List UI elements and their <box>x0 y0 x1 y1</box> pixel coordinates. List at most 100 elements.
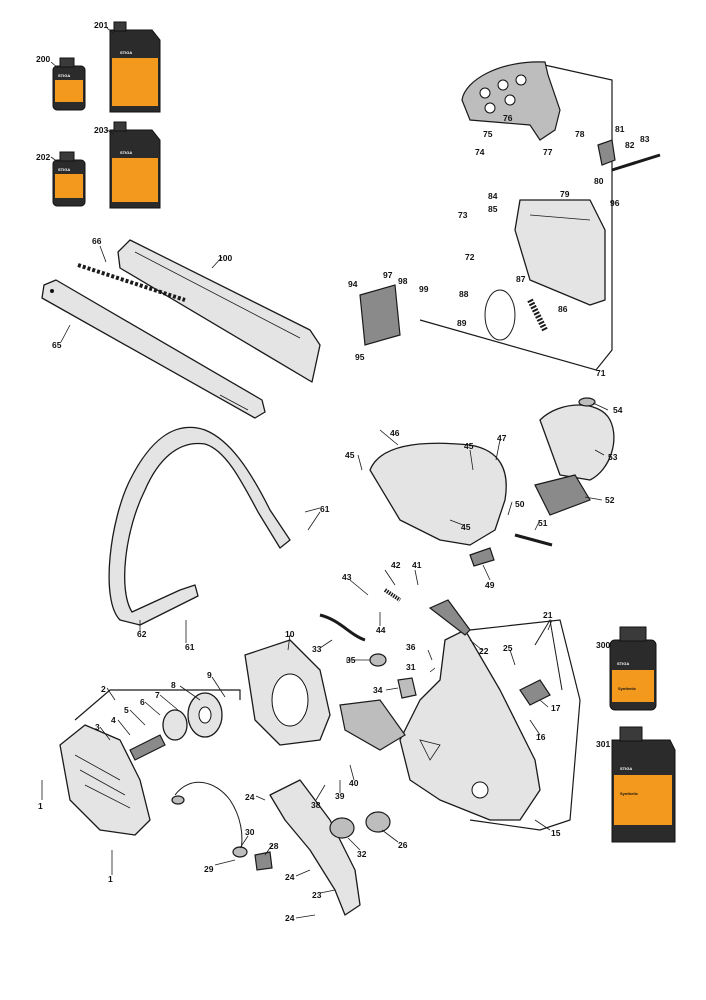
callout-45-a: 45 <box>345 450 355 460</box>
callout-41: 41 <box>412 560 422 570</box>
callout-97: 97 <box>383 270 393 280</box>
callout-15: 15 <box>551 828 561 838</box>
callout-201: 201 <box>94 20 108 30</box>
oil-bottle-200: STIGA <box>52 57 86 111</box>
tank-housing-body <box>514 199 606 306</box>
spring-86 <box>527 298 548 332</box>
flywheel-7 <box>187 692 223 738</box>
cylinder-cover-46 <box>369 442 507 546</box>
callout-81: 81 <box>615 124 625 134</box>
callout-52: 52 <box>605 495 615 505</box>
clip-28 <box>254 851 273 871</box>
callout-9: 9 <box>207 670 212 680</box>
bottle-product-text: Synthetic <box>618 686 637 691</box>
callout-16: 16 <box>536 732 546 742</box>
callout-203: 203 <box>94 125 108 135</box>
callout-51: 51 <box>538 518 548 528</box>
callout-35: 35 <box>346 655 356 665</box>
callout-32: 32 <box>357 849 367 859</box>
callout-200: 200 <box>36 54 50 64</box>
fan-housing-10 <box>244 639 331 746</box>
callout-77: 77 <box>543 147 553 157</box>
bottle-brand-label: STIGA <box>120 150 132 155</box>
callout-73: 73 <box>458 210 468 220</box>
oil-bottle-201: STIGA <box>109 21 161 113</box>
callout-42: 42 <box>391 560 401 570</box>
callout-46: 46 <box>390 428 400 438</box>
starter-handle-4 <box>129 734 166 761</box>
callout-5: 5 <box>124 705 129 715</box>
callout-66: 66 <box>92 236 102 246</box>
callout-78: 78 <box>575 129 585 139</box>
callout-53: 53 <box>608 452 618 462</box>
callout-87: 87 <box>516 274 526 284</box>
hose-33 <box>319 613 366 642</box>
callout-24-c: 24 <box>285 913 295 923</box>
saw-chain-66 <box>77 263 186 302</box>
callout-202: 202 <box>36 152 50 162</box>
callout-83: 83 <box>640 134 650 144</box>
strap-89 <box>484 289 516 341</box>
callout-33: 33 <box>312 644 322 654</box>
oil-pump-34 <box>397 677 417 699</box>
callout-7: 7 <box>155 690 160 700</box>
air-filter-cover-53 <box>539 404 615 481</box>
tank-cap-26 <box>365 811 391 833</box>
callout-29: 29 <box>204 864 214 874</box>
spring-42 <box>383 588 402 602</box>
callout-85: 85 <box>488 204 498 214</box>
callout-43: 43 <box>342 572 352 582</box>
callout-4: 4 <box>111 715 116 725</box>
callout-40: 40 <box>349 778 359 788</box>
callout-98: 98 <box>398 276 408 286</box>
callout-71: 71 <box>596 368 606 378</box>
callout-74: 74 <box>475 147 485 157</box>
handle-guard-23 <box>269 779 361 916</box>
callout-17: 17 <box>551 703 561 713</box>
callout-1-a: 1 <box>38 801 43 811</box>
callout-21: 21 <box>543 610 553 620</box>
lever-22 <box>428 599 471 636</box>
cover-plate-94 <box>359 284 401 346</box>
callout-34: 34 <box>373 685 383 695</box>
intake-manifold <box>339 699 406 751</box>
callout-2: 2 <box>101 684 106 694</box>
oil-bottle-301: STIGA Synthetic <box>611 726 676 843</box>
callout-62: 62 <box>137 629 147 639</box>
bottle-brand-label: STIGA <box>617 661 629 666</box>
callout-50: 50 <box>515 499 525 509</box>
brake-lever-81 <box>597 139 616 166</box>
knob-54 <box>578 397 596 407</box>
callout-39: 39 <box>335 791 345 801</box>
wire-21 <box>534 618 563 691</box>
oil-bottle-202: STIGA <box>52 151 86 207</box>
callout-75: 75 <box>483 129 493 139</box>
bottle-product-text: Synthetic <box>620 791 639 796</box>
bottle-brand-label: STIGA <box>620 766 632 771</box>
crankcase-15 <box>399 629 541 821</box>
callout-6: 6 <box>140 697 145 707</box>
guide-bar-cover-100 <box>117 239 321 383</box>
callout-30: 30 <box>245 827 255 837</box>
callout-36: 36 <box>406 642 416 652</box>
callout-100: 100 <box>218 253 232 263</box>
grommet-35 <box>369 653 387 667</box>
frame-71 <box>419 63 613 371</box>
callout-24-a: 24 <box>245 792 255 802</box>
callout-8: 8 <box>171 680 176 690</box>
callout-24-b: 24 <box>285 872 295 882</box>
callout-28: 28 <box>269 841 279 851</box>
callout-3: 3 <box>95 722 100 732</box>
callout-65: 65 <box>52 340 62 350</box>
trigger-17 <box>519 679 551 706</box>
callout-89: 89 <box>457 318 467 328</box>
callout-25: 25 <box>503 643 513 653</box>
callout-45-b: 45 <box>464 441 474 451</box>
callout-23: 23 <box>312 890 322 900</box>
ignition-cable-30 <box>171 781 248 858</box>
oil-bottle-300: STIGA Synthetic <box>609 626 657 711</box>
callout-54: 54 <box>613 405 623 415</box>
callout-86: 86 <box>558 304 568 314</box>
bottle-brand-label: STIGA <box>58 73 70 78</box>
